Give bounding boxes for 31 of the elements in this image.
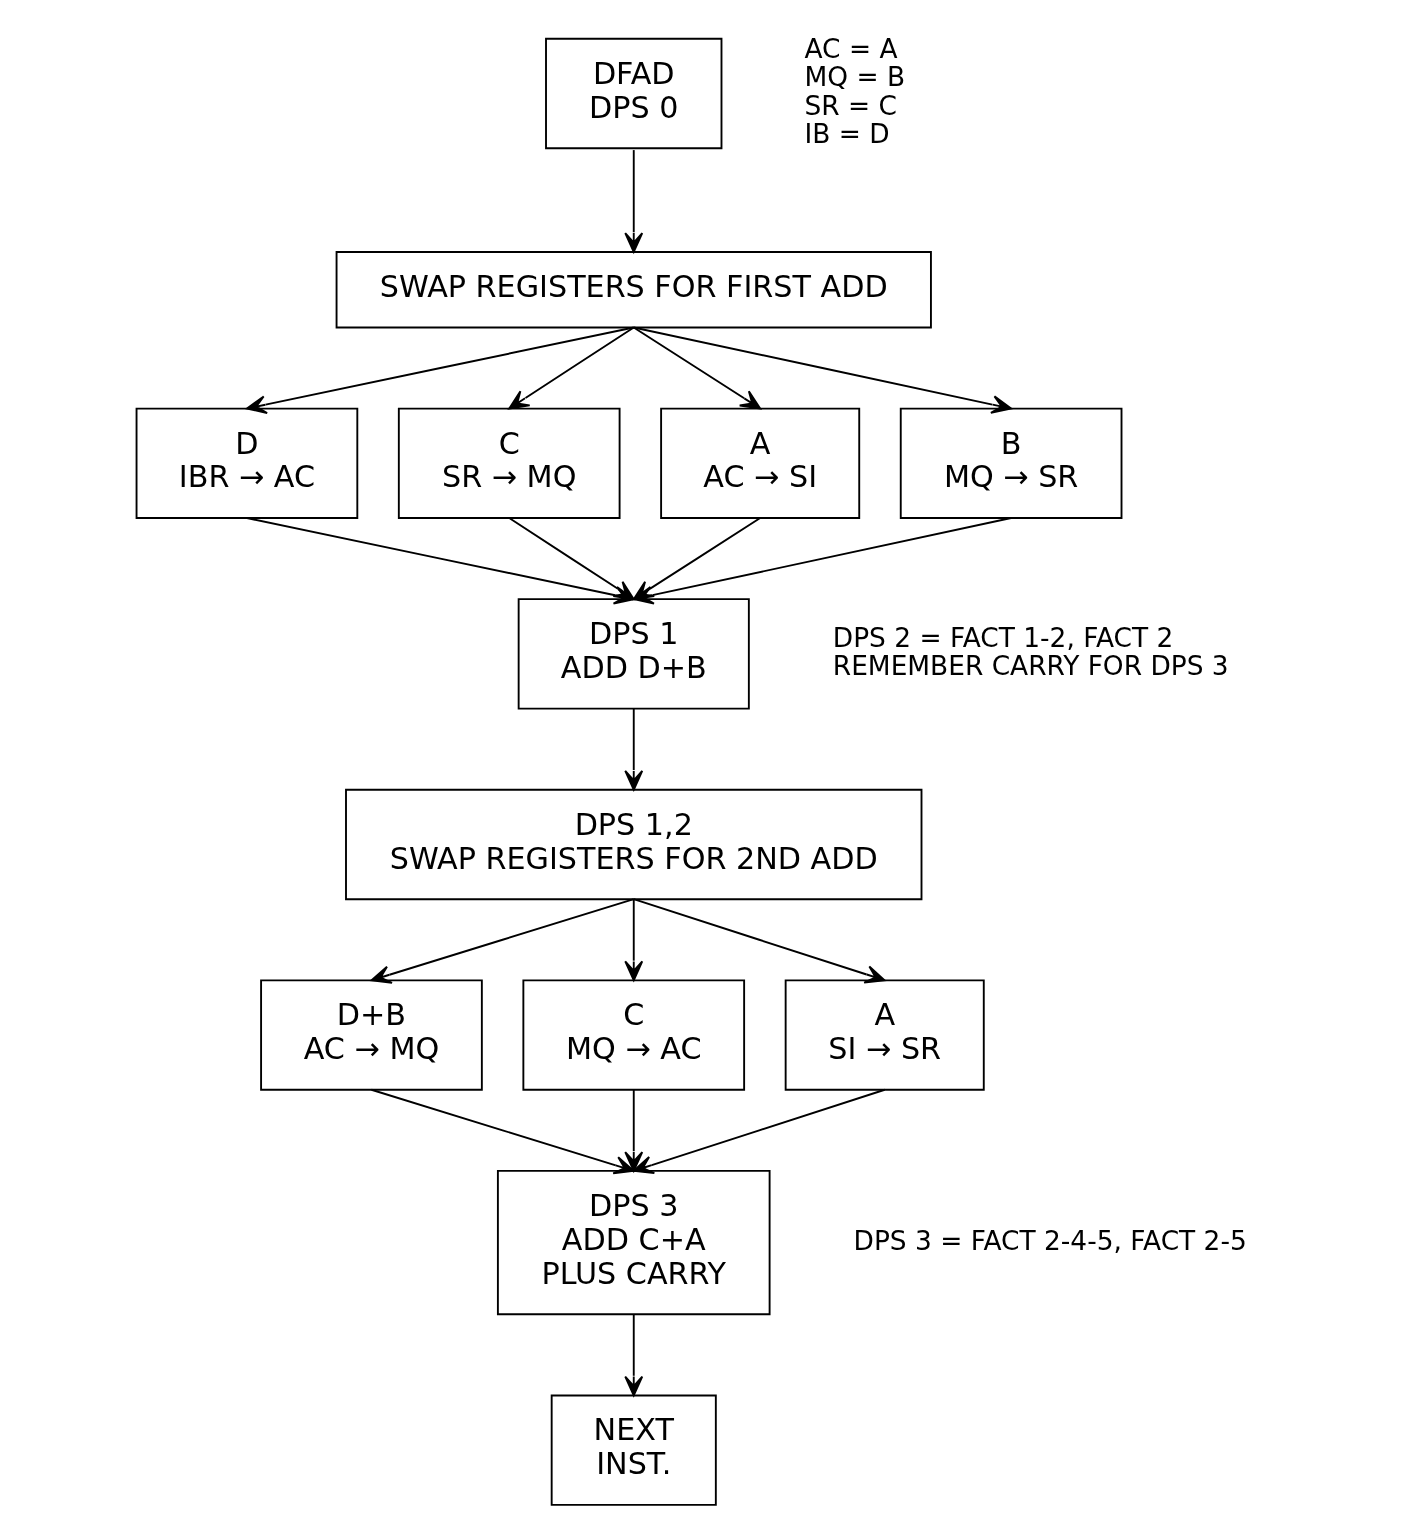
node-box: C MQ → AC (521, 979, 745, 1091)
arrow (632, 898, 886, 984)
node-box: D+B AC → MQ (259, 979, 483, 1091)
node-label: DPS 2 = FACT 1-2, FACT 2 (832, 621, 1173, 653)
node-box: NEXT INST. (550, 1394, 717, 1506)
node-box: B MQ → SR (899, 407, 1122, 519)
arrow (623, 1088, 643, 1172)
node-box: D IBR → AC (135, 407, 358, 519)
arrow (507, 517, 635, 601)
arrow (507, 326, 635, 410)
node-box: DFAD DPS 0 (544, 37, 722, 150)
node-box: A SI → SR (784, 979, 985, 1091)
node-box: DPS 3 ADD C+A PLUS CARRY (496, 1169, 771, 1316)
arrow (370, 1088, 635, 1175)
node-label: AC = A (804, 33, 898, 64)
node-box: SWAP REGISTERS FOR FIRST ADD (335, 251, 932, 329)
arrow (623, 707, 643, 791)
node-box: DPS 1 ADD D+B (517, 598, 750, 710)
arrow (632, 1088, 886, 1175)
arrow (245, 326, 635, 414)
node-box: A AC → SI (659, 407, 860, 519)
node-label: DPS 3 = FACT 2-4-5, FACT 2-5 (853, 1224, 1247, 1256)
arrow (632, 326, 1012, 414)
arrow (623, 149, 643, 253)
node-label: REMEMBER CARRY FOR DPS 3 (832, 650, 1229, 682)
arrow (632, 326, 761, 410)
node-box: C SR → MQ (397, 407, 621, 519)
arrow (623, 1313, 643, 1397)
arrow (623, 898, 643, 982)
node-box: DPS 1,2 SWAP REGISTERS FOR 2ND ADD (344, 788, 922, 901)
arrow (370, 898, 635, 984)
